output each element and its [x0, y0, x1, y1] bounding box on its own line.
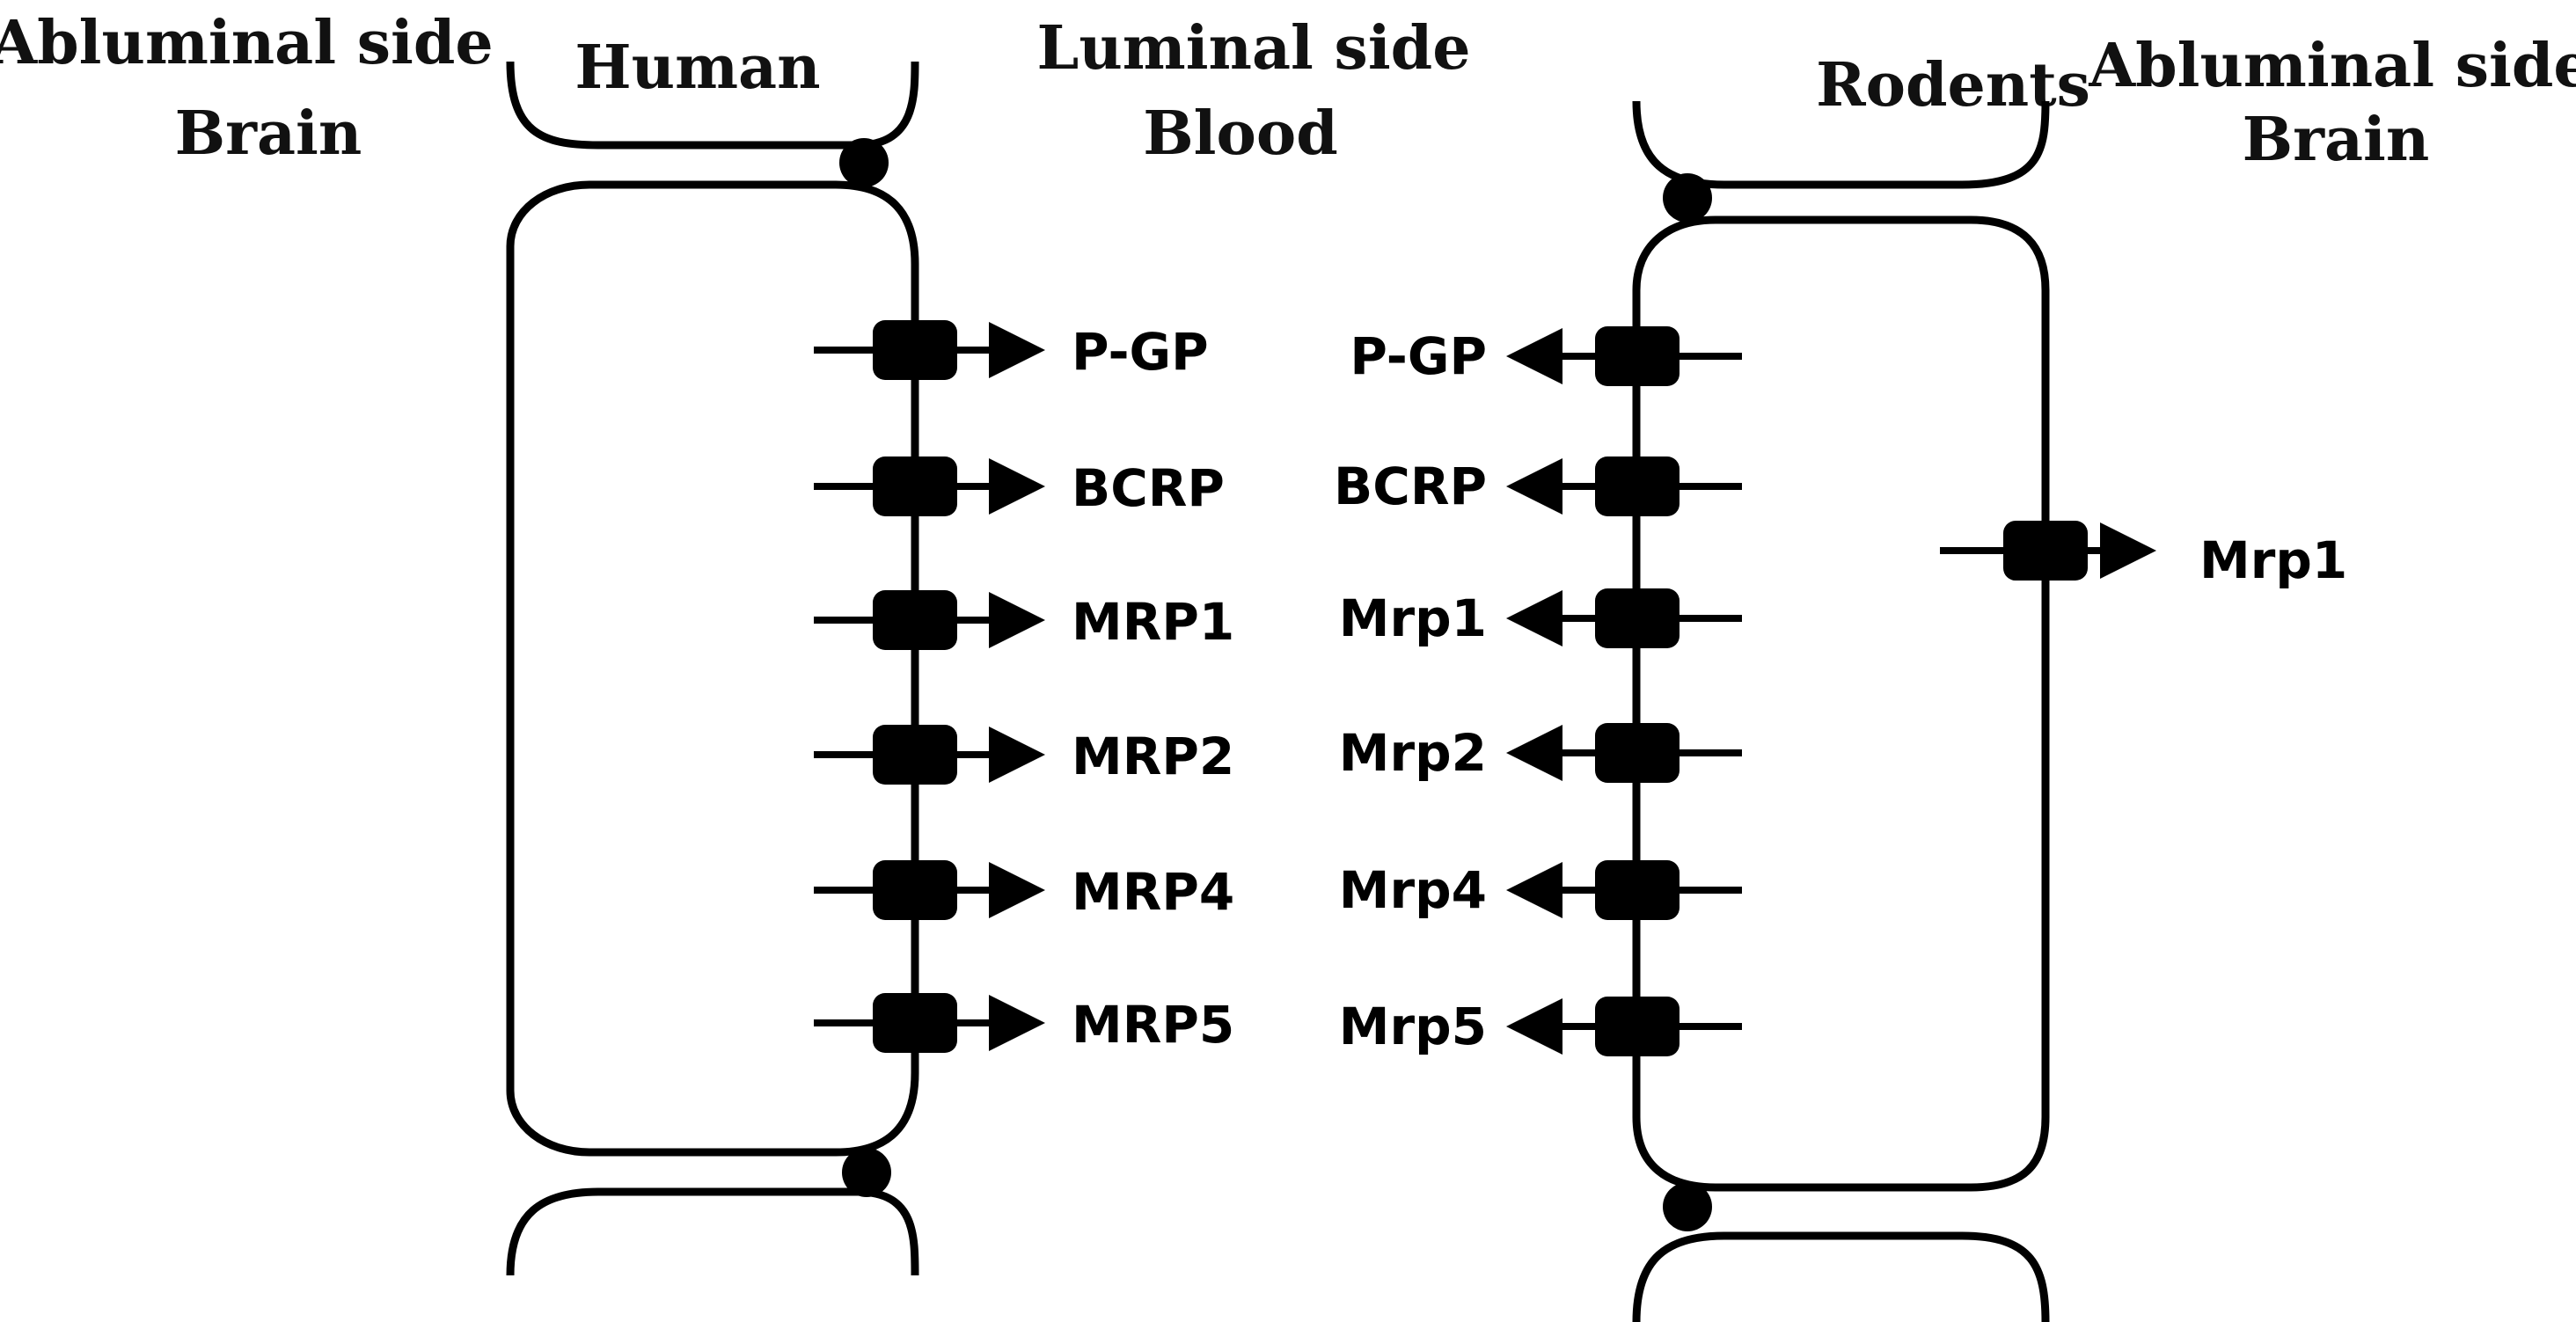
human-transporter-block — [873, 725, 957, 785]
rodent-transporter-block — [1595, 860, 1680, 920]
human-lower-cell-fragment — [506, 1187, 919, 1276]
human-transporter-label: BCRP — [1072, 458, 1225, 518]
rodent-lower-tight-junction — [1663, 1182, 1712, 1231]
human-transporter-label: MRP1 — [1072, 592, 1234, 652]
right-brain-label: Brain — [2243, 105, 2430, 175]
human-transporter-block — [873, 456, 957, 516]
human-transporter-block — [873, 860, 957, 920]
human-transporter-label: MRP5 — [1072, 995, 1234, 1055]
rodent-lower-cell-fragment — [1632, 1231, 2050, 1322]
rodent-transporter-label: Mrp4 — [1339, 860, 1487, 920]
rodent-transporter-block — [1595, 326, 1680, 386]
human-cell-group — [506, 61, 919, 1276]
rodent-transporter-label: P-GP — [1350, 326, 1487, 386]
rodent-upper-cell-fragment — [1632, 100, 2050, 189]
human-lower-tight-junction — [842, 1148, 891, 1197]
human-transporter-label: MRP2 — [1072, 727, 1234, 786]
right-abluminal-side-label: Abluminal side — [2088, 31, 2576, 101]
human-label: Human — [574, 33, 820, 103]
rodent-transporter-label: BCRP — [1334, 456, 1487, 516]
left-brain-label: Brain — [175, 99, 362, 169]
rodent-abluminal-transporter-label: Mrp1 — [2199, 530, 2347, 590]
human-transporter-block — [873, 590, 957, 650]
rodent-transporter-block — [1595, 723, 1680, 783]
rodent-transporter-block — [1595, 456, 1680, 516]
rodent-endothelial-cell — [1632, 215, 2050, 1192]
rodent-abluminal-transporter-group: Mrp1 — [1940, 521, 2347, 590]
rodent-transporter-label: Mrp1 — [1339, 588, 1487, 648]
blood-label: Blood — [1143, 99, 1338, 169]
left-abluminal-side-label: Abluminal side — [0, 8, 494, 78]
human-transporter-block — [873, 320, 957, 380]
human-transporter-label: MRP4 — [1072, 862, 1234, 922]
human-upper-cell-fragment — [506, 61, 919, 150]
rodent-transporter-label: Mrp5 — [1339, 997, 1487, 1056]
human-transporter-block — [873, 993, 957, 1053]
rodent-transporter-label: Mrp2 — [1339, 723, 1487, 783]
rodent-transporter-block — [1595, 997, 1680, 1056]
luminal-side-label: Luminal side — [1037, 13, 1471, 84]
rodent-upper-tight-junction — [1663, 173, 1712, 223]
rodent-transporter-block — [1595, 588, 1680, 648]
human-endothelial-cell — [506, 180, 919, 1157]
rodent-abluminal-transporter-block — [2003, 521, 2088, 581]
rodent-cell-group — [1632, 100, 2050, 1322]
human-transporter-label: P-GP — [1072, 322, 1209, 382]
human-upper-tight-junction — [839, 138, 889, 187]
